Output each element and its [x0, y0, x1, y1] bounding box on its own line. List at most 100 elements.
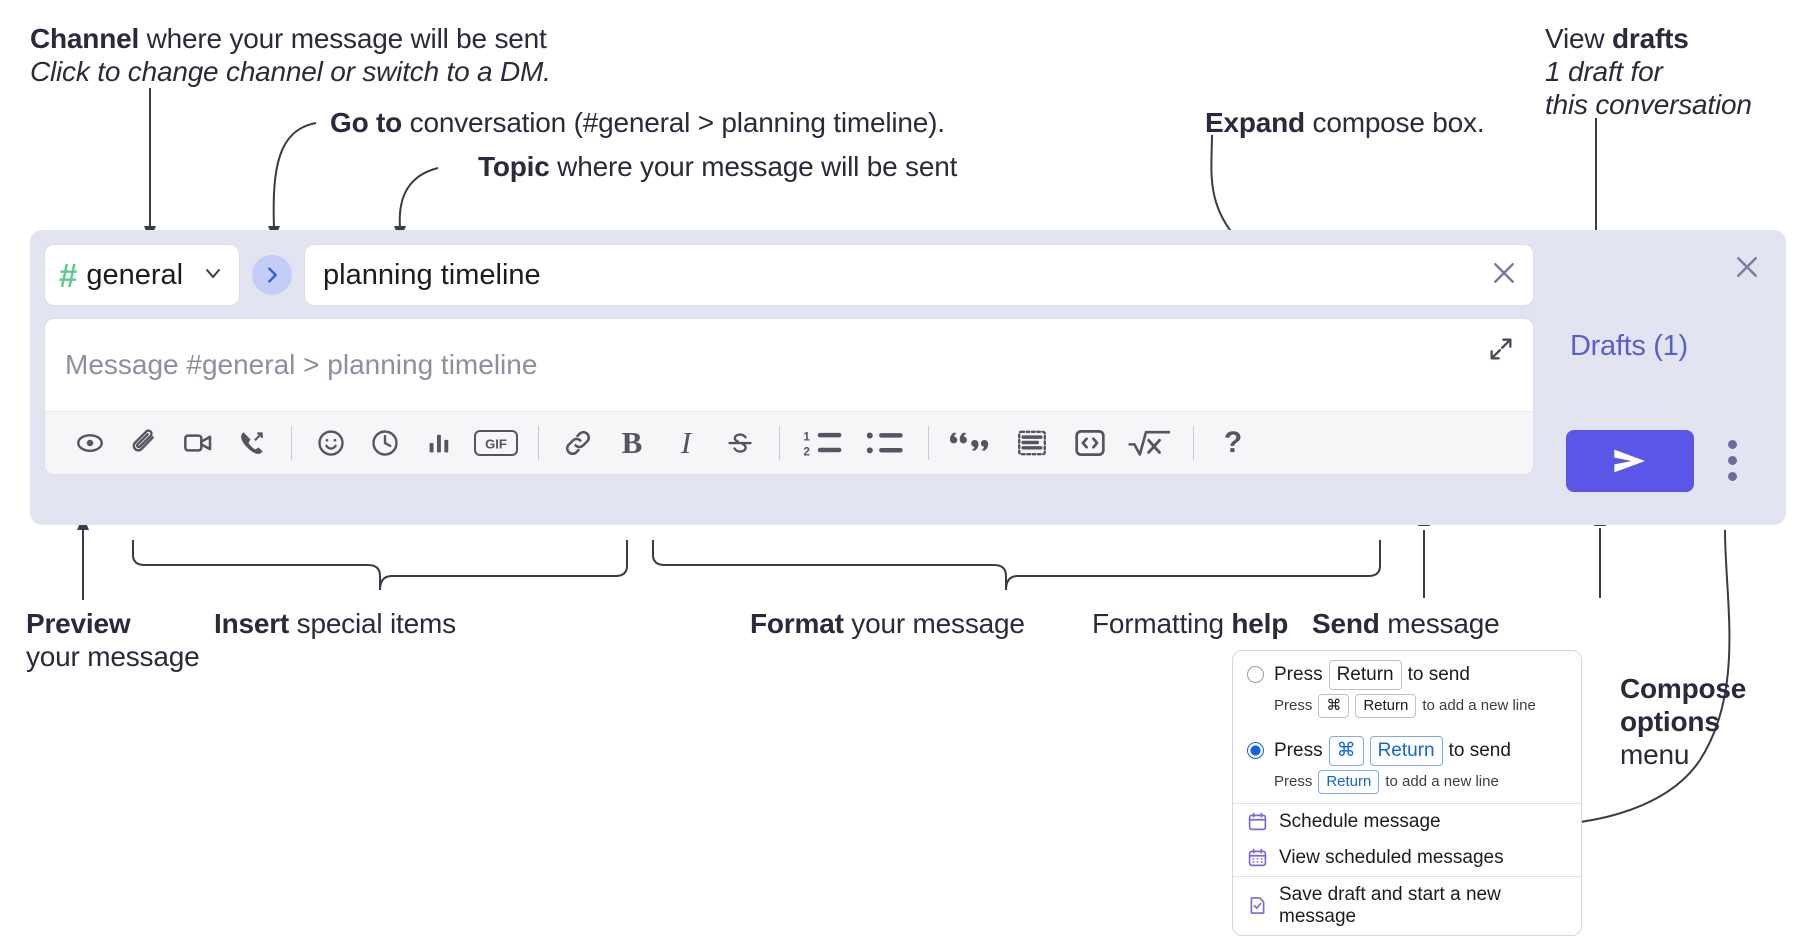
annotation-send-rest: message: [1379, 608, 1500, 639]
radio-1-pre: Press: [1274, 663, 1323, 685]
annotation-compose-options: Compose options menu: [1620, 672, 1746, 771]
hash-icon: #: [59, 256, 78, 294]
sub-2-post: to add a new line: [1385, 773, 1499, 791]
code-icon[interactable]: [1061, 420, 1119, 466]
channel-selector[interactable]: # general: [44, 244, 240, 306]
topic-value: planning timeline: [323, 258, 541, 291]
goto-conversation-button[interactable]: [252, 255, 292, 295]
menu-item-schedule-message[interactable]: Schedule message: [1233, 804, 1581, 840]
poll-icon[interactable]: [412, 420, 466, 466]
radio-2-pre: Press: [1274, 739, 1323, 761]
annotation-compose-bold1: Compose: [1620, 673, 1747, 704]
annotation-compose-rest: menu: [1620, 739, 1690, 771]
radio-unselected-icon[interactable]: [1247, 666, 1264, 684]
link-icon[interactable]: [551, 420, 605, 466]
ordered-list-icon[interactable]: 1 2: [792, 420, 854, 466]
drafts-link[interactable]: Drafts (1): [1570, 330, 1688, 362]
radio-option-2-label: Press ⌘ Return to send: [1274, 735, 1511, 766]
menu-radio-option-1[interactable]: Press Return to send: [1233, 651, 1581, 692]
annotation-goto: Go to conversation (#general > planning …: [330, 106, 945, 139]
svg-text:GIF: GIF: [485, 437, 507, 452]
compose-header-row: # general planning timeline: [44, 244, 1534, 306]
key-return: Return: [1355, 693, 1417, 718]
toolbar-divider: [1193, 426, 1194, 460]
send-button[interactable]: [1566, 430, 1694, 492]
message-box: Message #general > planning timeline: [44, 318, 1534, 475]
kebab-dot: [1728, 456, 1737, 465]
annotation-goto-bold: Go to: [330, 107, 403, 138]
annotation-expand-bold: Expand: [1205, 107, 1305, 138]
expand-icon[interactable]: [1487, 335, 1515, 368]
annotation-format: Format your message: [750, 607, 1025, 640]
menu-radio-option-1-sub: Press ⌘ Return to add a new line: [1233, 692, 1581, 727]
video-icon[interactable]: [171, 420, 225, 466]
audio-call-icon[interactable]: [225, 420, 279, 466]
key-return: Return: [1318, 769, 1380, 794]
formatting-toolbar: GIF B I 1: [45, 411, 1533, 474]
topic-input[interactable]: planning timeline: [304, 244, 1534, 306]
help-icon[interactable]: ?: [1223, 426, 1243, 459]
annotation-channel-italic: Click to change channel or switch to a D…: [30, 56, 551, 88]
annotation-format-bold: Format: [750, 608, 844, 639]
key-return: Return: [1328, 660, 1402, 690]
annotation-expand: Expand compose box.: [1205, 106, 1485, 139]
save-draft-icon: [1247, 895, 1268, 916]
bulleted-list-icon[interactable]: [854, 420, 916, 466]
key-command: ⌘: [1318, 693, 1350, 718]
menu-item-label: View scheduled messages: [1279, 846, 1504, 868]
kebab-dot: [1728, 472, 1737, 481]
annotation-channel-bold: Channel: [30, 23, 140, 54]
message-placeholder: Message #general > planning timeline: [65, 349, 538, 380]
close-icon[interactable]: [1732, 252, 1762, 287]
preview-icon[interactable]: [63, 420, 117, 466]
annotation-drafts-lead: View: [1545, 23, 1612, 54]
annotation-expand-rest: compose box.: [1304, 107, 1485, 138]
radio-option-1-label: Press Return to send: [1274, 660, 1470, 690]
toolbar-divider: [538, 426, 539, 460]
key-return: Return: [1369, 735, 1443, 766]
toolbar-divider: [779, 426, 780, 460]
code-block-icon[interactable]: [1003, 420, 1061, 466]
annotation-topic-rest: where your message will be sent: [549, 151, 958, 182]
svg-text:2: 2: [803, 444, 810, 458]
menu-radio-option-2[interactable]: Press ⌘ Return to send: [1233, 727, 1581, 768]
annotation-drafts-bold: drafts: [1611, 23, 1689, 54]
clear-topic-icon[interactable]: [1489, 258, 1519, 293]
menu-item-save-draft[interactable]: Save draft and start a new message: [1233, 877, 1581, 935]
emoji-icon[interactable]: [304, 420, 358, 466]
annotation-help: Formatting help: [1092, 607, 1288, 640]
menu-divider: [1233, 875, 1581, 877]
compose-options-button[interactable]: [1728, 440, 1737, 481]
message-input[interactable]: Message #general > planning timeline: [45, 319, 1533, 411]
channel-name: general: [86, 258, 184, 291]
clock-icon[interactable]: [358, 420, 412, 466]
annotation-topic: Topic where your message will be sent: [478, 150, 957, 183]
radio-selected-icon[interactable]: [1247, 742, 1264, 760]
italic-icon[interactable]: I: [680, 425, 692, 460]
send-arrow-icon: [1614, 449, 1645, 473]
annotation-insert-rest: special items: [289, 608, 456, 639]
annotation-format-rest: your message: [843, 608, 1025, 639]
annotation-goto-rest: conversation (#general > planning timeli…: [402, 107, 945, 138]
math-icon[interactable]: [1119, 420, 1181, 466]
menu-item-view-scheduled-messages[interactable]: View scheduled messages: [1233, 840, 1581, 876]
bold-icon[interactable]: B: [621, 425, 643, 460]
strikethrough-icon[interactable]: [713, 420, 767, 466]
toolbar-divider: [928, 426, 929, 460]
annotation-send: Send message: [1312, 607, 1500, 640]
sub-1-post: to add a new line: [1422, 697, 1536, 715]
annotation-insert: Insert special items: [214, 607, 456, 640]
annotation-channel: Channel where your message will be sent …: [30, 22, 551, 88]
compose-widget: # general planning timeline Message #gen…: [30, 230, 1786, 525]
annotation-drafts-italic1: 1 draft for: [1545, 56, 1663, 88]
radio-1-post: to send: [1407, 663, 1470, 685]
attachment-icon[interactable]: [117, 420, 171, 466]
blockquote-icon[interactable]: [941, 420, 1003, 466]
annotation-channel-rest: where your message will be sent: [139, 23, 547, 54]
gif-icon[interactable]: GIF: [466, 420, 526, 466]
sub-1-pre: Press: [1274, 697, 1313, 715]
annotation-insert-bold: Insert: [214, 608, 290, 639]
annotation-drafts-italic2: this conversation: [1545, 89, 1752, 121]
annotation-help-bold: help: [1231, 608, 1289, 639]
menu-divider: [1233, 802, 1581, 804]
